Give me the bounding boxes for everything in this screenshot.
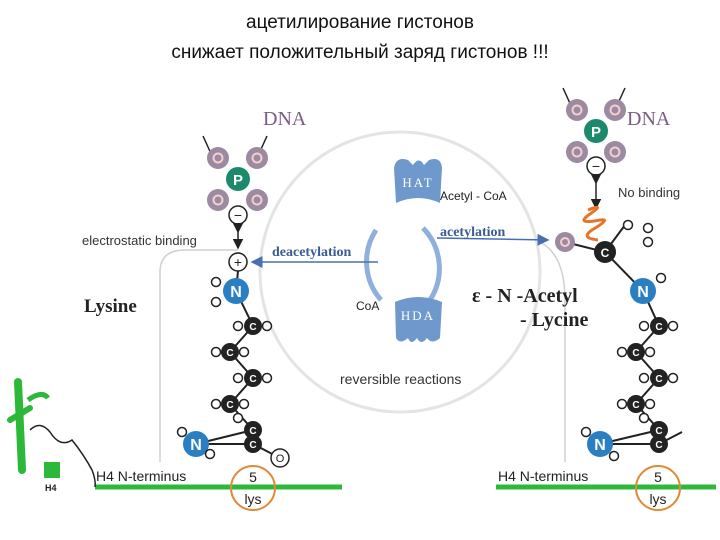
histone-h4-icon [7, 378, 96, 488]
lys5-ring-right [635, 465, 681, 511]
cycle-background-circle [258, 130, 542, 414]
nitrogen-bottom-left: N [190, 437, 202, 454]
right-bracket-line [539, 241, 566, 462]
carbon-right-5: C [655, 426, 662, 437]
eps-acetyl-label-1: ε - N -Acetyl [472, 285, 578, 307]
carbon-left-4: C [226, 400, 233, 411]
carbon-right-3: C [655, 374, 662, 385]
carbon-left-3: C [249, 374, 256, 385]
minus-charge-left: − [234, 207, 242, 223]
h4-small-label: H4 [45, 483, 57, 493]
carbon-left-5: C [249, 426, 256, 437]
dna-label-left: DNA [263, 108, 307, 130]
left-bracket-line [159, 249, 238, 462]
phosphate-p-right: P [591, 124, 601, 141]
acetyl-lysine-chain-right: C N C C C C C C N [555, 219, 683, 462]
h4-terminus-label-right: H4 N-terminus [498, 468, 588, 484]
lys5-label-left: lys [244, 491, 261, 507]
electrostatic-binding-label: electrostatic binding [82, 233, 197, 248]
nitrogen-top-left: N [230, 284, 242, 301]
carbon-left-1: C [249, 322, 256, 333]
nitrogen-bottom-right: N [594, 437, 606, 454]
acetyl-carbon: C [601, 246, 610, 260]
lys5-number-right: 5 [654, 469, 662, 485]
title-line-1: ацетилирование гистонов [246, 12, 474, 33]
minus-charge-right: − [592, 158, 600, 174]
carbon-left-2: C [226, 348, 233, 359]
lysine-label: Lysine [84, 296, 137, 317]
dna-phosphate-right: P − [562, 87, 626, 176]
h4-terminus-label-left: H4 N-terminus [96, 468, 186, 484]
hda-label: HDA [401, 308, 435, 323]
hat-enzyme-shape [394, 159, 442, 203]
carbon-left-6: C [249, 440, 256, 451]
reversible-reactions-label: reversible reactions [340, 371, 461, 387]
oxygen-left: O [276, 453, 285, 465]
hat-label: HAT [402, 175, 433, 190]
plus-charge: + [234, 254, 242, 270]
nitrogen-top-right: N [637, 284, 649, 301]
carbon-right-1: C [655, 322, 662, 333]
repulsion-spring [582, 205, 606, 242]
acetyl-coa-label: Acetyl - CoA [440, 189, 507, 203]
lysine-chain-left: + N C C C C C C O N [176, 252, 290, 468]
acetylation-arrow [436, 233, 550, 246]
lys5-number-left: 5 [249, 469, 257, 485]
carbon-right-4: C [632, 400, 639, 411]
lys5-ring-left [230, 465, 276, 511]
hda-enzyme-shape [395, 297, 442, 342]
title-line-2: снижает положительный заряд гистонов !!! [171, 42, 549, 63]
phosphate-p-left: P [233, 172, 243, 189]
carbon-right-6: C [655, 440, 662, 451]
dna-label-right: DNA [627, 108, 671, 130]
cycle-left-arc [364, 228, 383, 302]
dna-phosphate-left: P − [202, 135, 268, 225]
carbon-right-2: C [632, 348, 639, 359]
coa-label: CoA [356, 299, 379, 313]
deacetylation-label: deacetylation [272, 245, 352, 260]
acetylation-label: acetylation [440, 225, 506, 240]
lys5-label-right: lys [649, 491, 666, 507]
eps-acetyl-label-2: - Lycine [520, 309, 588, 331]
cycle-right-arc [421, 226, 442, 302]
no-binding-label: No binding [618, 185, 680, 200]
